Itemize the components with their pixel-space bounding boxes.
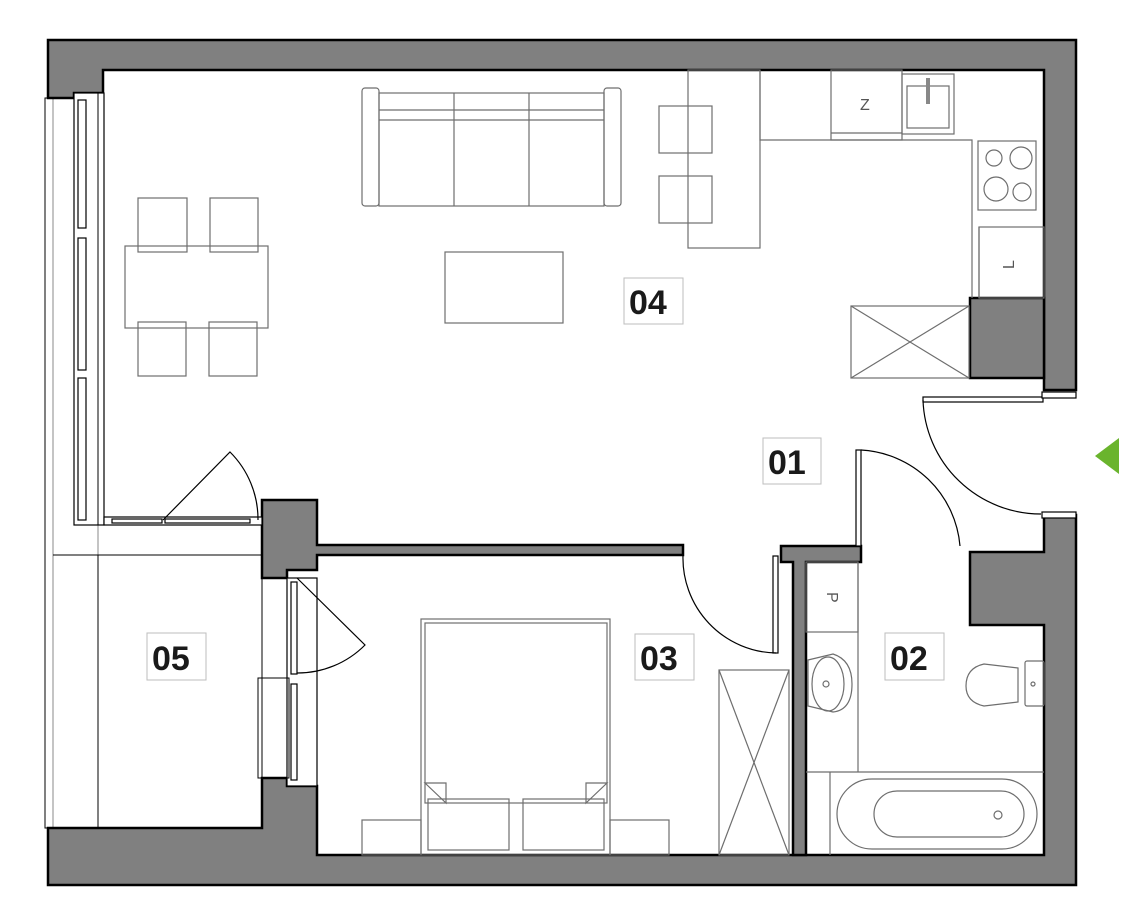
room-label-02[interactable]: 02 [884, 632, 945, 681]
bedroom-windows [257, 577, 366, 787]
walls [46, 38, 1078, 887]
bedroom-window-door[interactable] [296, 577, 366, 674]
door-bathroom[interactable] [855, 449, 961, 547]
coffee-table [444, 251, 564, 324]
svg-text:02: 02 [890, 640, 928, 678]
wall-right-lower [46, 513, 1078, 887]
wall-top [46, 38, 1078, 392]
door-bedroom[interactable] [682, 554, 779, 654]
svg-text:01: 01 [768, 444, 806, 482]
room-label-01[interactable]: 01 [762, 437, 822, 485]
room-label-05[interactable]: 05 [146, 632, 207, 681]
door-entrance[interactable] [922, 391, 1077, 519]
wall-partition-bath [779, 544, 863, 857]
balcony-door-living[interactable] [162, 451, 259, 521]
wall-kitchen-block [968, 296, 1046, 380]
sofa [361, 87, 622, 207]
svg-text:05: 05 [152, 640, 190, 678]
left-windows [73, 92, 263, 526]
svg-text:03: 03 [640, 640, 678, 678]
entrance-arrow-icon [1095, 438, 1119, 474]
dishwasher-mark: L [1001, 260, 1018, 269]
kitchen: Z L [658, 69, 1045, 379]
room-label-04[interactable]: 04 [623, 277, 684, 325]
wall-pillar [260, 498, 685, 580]
room-label-03[interactable]: 03 [634, 633, 695, 681]
svg-text:04: 04 [629, 284, 667, 322]
washing-machine-mark: P [823, 592, 840, 603]
fridge-mark: Z [860, 97, 870, 114]
bedroom-furniture [361, 618, 790, 856]
bathroom-fixtures: P [805, 561, 1045, 855]
dining-set [124, 197, 269, 377]
